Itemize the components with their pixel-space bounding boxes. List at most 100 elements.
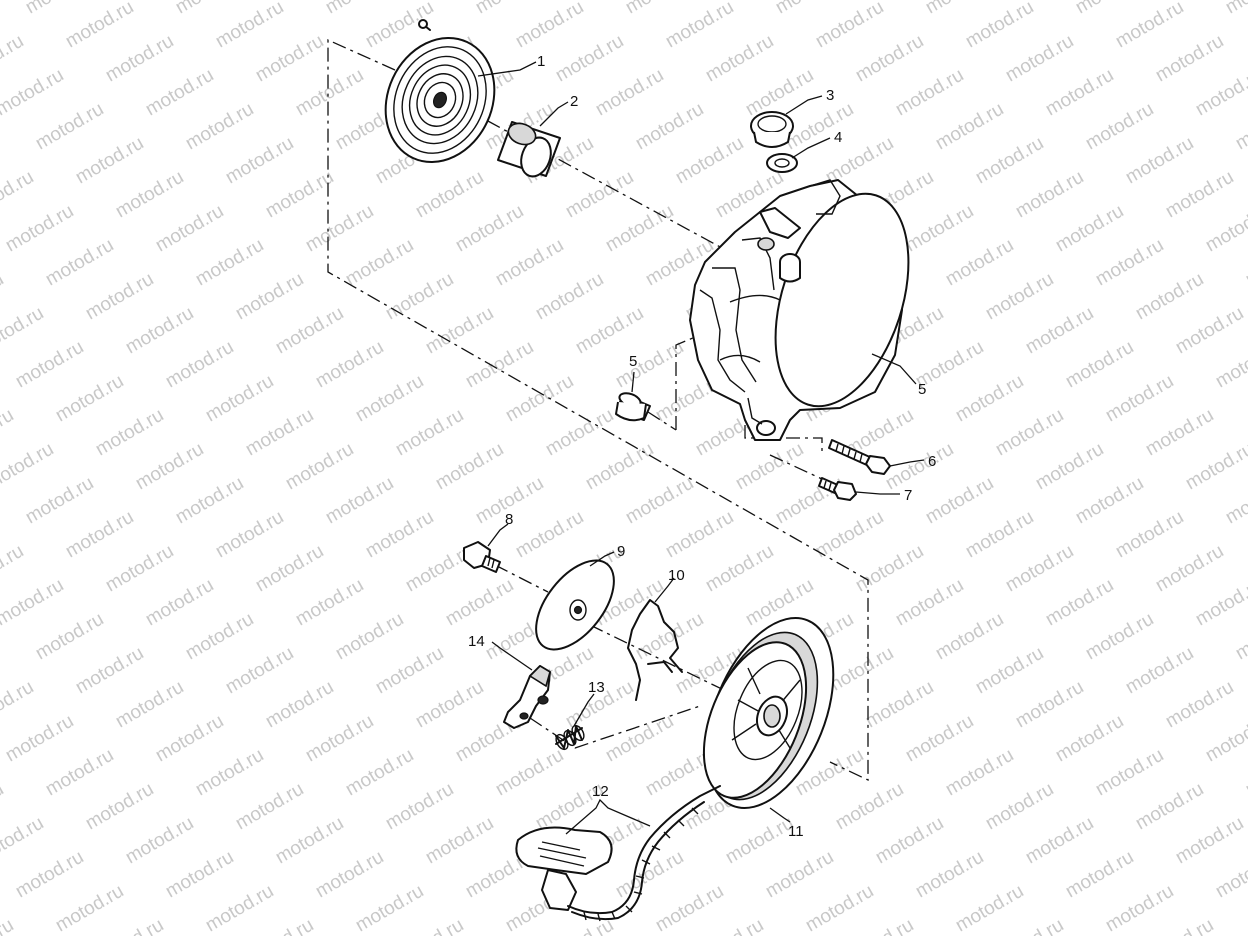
starter-pulley [702,617,835,809]
watermark-text: motod.ru [1062,847,1137,903]
watermark-text: motod.ru [412,677,487,733]
watermark-text: motod.ru [1072,473,1147,529]
starter-housing [689,179,910,441]
watermark-text: motod.ru [472,0,547,18]
watermark-text: motod.ru [1112,507,1187,563]
watermark-text: motod.ru [1012,167,1087,223]
callout-3: 3 [826,87,834,104]
callout-10: 10 [668,567,685,584]
callout-8: 8 [505,511,513,528]
watermark-text: motod.ru [1032,439,1107,495]
housing-sleeve [615,392,651,422]
watermark-text: motod.ru [1212,847,1248,903]
watermark-text: motod.ru [122,303,197,359]
watermark-text: motod.ru [1122,133,1197,189]
watermark-text: motod.ru [342,745,417,801]
watermark-text: motod.ru [622,0,697,18]
watermark-text: motod.ru [492,745,567,801]
watermark-text: motod.ru [192,745,267,801]
watermark-text: motod.ru [1172,303,1247,359]
watermark-text: motod.ru [862,677,937,733]
watermark-text: motod.ru [172,473,247,529]
watermark-text: motod.ru [1082,609,1157,665]
watermark-text: motod.ru [702,31,777,87]
watermark-text: motod.ru [1022,813,1097,869]
watermark-text: motod.ru [1092,745,1167,801]
watermark-text: motod.ru [932,99,1007,155]
watermark-text: motod.ru [82,269,157,325]
watermark-text: motod.ru [212,0,287,52]
watermark-text: motod.ru [1232,99,1248,155]
watermark-text: motod.ru [212,507,287,563]
watermark-text: motod.ru [0,405,17,461]
watermark-text: motod.ru [772,0,847,18]
watermark-text: motod.ru [392,915,467,936]
watermark-text: motod.ru [982,269,1057,325]
watermark-text: motod.ru [1132,779,1207,835]
long-bolt [828,439,891,475]
watermark-text: motod.ru [1202,201,1248,257]
watermark-text: motod.ru [442,575,517,631]
watermark-text: motod.ru [1042,575,1117,631]
watermark-text: motod.ru [592,65,667,121]
watermark-text: motod.ru [1052,201,1127,257]
watermark-text: motod.ru [252,31,327,87]
watermark-text: motod.ru [572,303,647,359]
watermark-text: motod.ru [0,779,7,835]
watermark-text: motod.ru [952,371,1027,427]
watermark-text: motod.ru [842,915,917,936]
watermark-text: motod.ru [1232,609,1248,665]
watermark-text: motod.ru [1192,65,1248,121]
watermark-text: motod.ru [352,371,427,427]
watermark-text: motod.ru [1202,711,1248,767]
watermark-text: motod.ru [692,915,767,936]
watermark-text: motod.ru [1002,31,1077,87]
watermark-text: motod.ru [972,133,1047,189]
watermark-text: motod.ru [262,167,337,223]
watermark-text: motod.ru [912,847,987,903]
watermark-text: motod.ru [62,507,137,563]
watermark-text: motod.ru [192,235,267,291]
watermark-text: motod.ru [942,235,1017,291]
watermark-text: motod.ru [242,405,317,461]
callout-9: 9 [617,543,625,560]
watermark-text: motod.ru [462,337,537,393]
callout-5-sleeve: 5 [629,353,637,370]
watermark-text: motod.ru [662,0,737,52]
short-bolt [818,477,857,501]
watermark-text: motod.ru [872,813,947,869]
watermark-text: motod.ru [1102,881,1177,936]
watermark-text: motod.ru [922,473,997,529]
watermark-text: motod.ru [562,167,637,223]
watermark-text: motod.ru [0,303,47,359]
watermark-text: motod.ru [1082,99,1157,155]
watermark-text: motod.ru [232,779,307,835]
watermark-text: motod.ru [262,677,337,733]
watermark-text: motod.ru [172,0,247,18]
watermark-text: motod.ru [1002,541,1077,597]
watermark-text: motod.ru [1112,0,1187,52]
watermark-text: motod.ru [622,473,697,529]
watermark-text: motod.ru [0,677,37,733]
watermark-text: motod.ru [232,269,307,325]
watermark-text: motod.ru [272,303,347,359]
watermark-text: motod.ru [252,541,327,597]
watermark-text: motod.ru [72,133,147,189]
watermark-text: motod.ru [992,405,1067,461]
watermark-text: motod.ru [52,371,127,427]
watermark-text: motod.ru [0,813,47,869]
watermark-text: motod.ru [142,65,217,121]
cap-plug [750,111,794,148]
watermark-text: motod.ru [1152,31,1227,87]
watermark-text: motod.ru [1182,439,1248,495]
watermark-text: motod.ru [1022,303,1097,359]
callout-1: 1 [537,53,545,70]
watermark-text: motod.ru [182,609,257,665]
watermark-text: motod.ru [152,201,227,257]
watermark-text: motod.ru [0,269,7,325]
watermark-text: motod.ru [1012,677,1087,733]
watermark-text: motod.ru [92,405,167,461]
watermark-text: motod.ru [282,439,357,495]
